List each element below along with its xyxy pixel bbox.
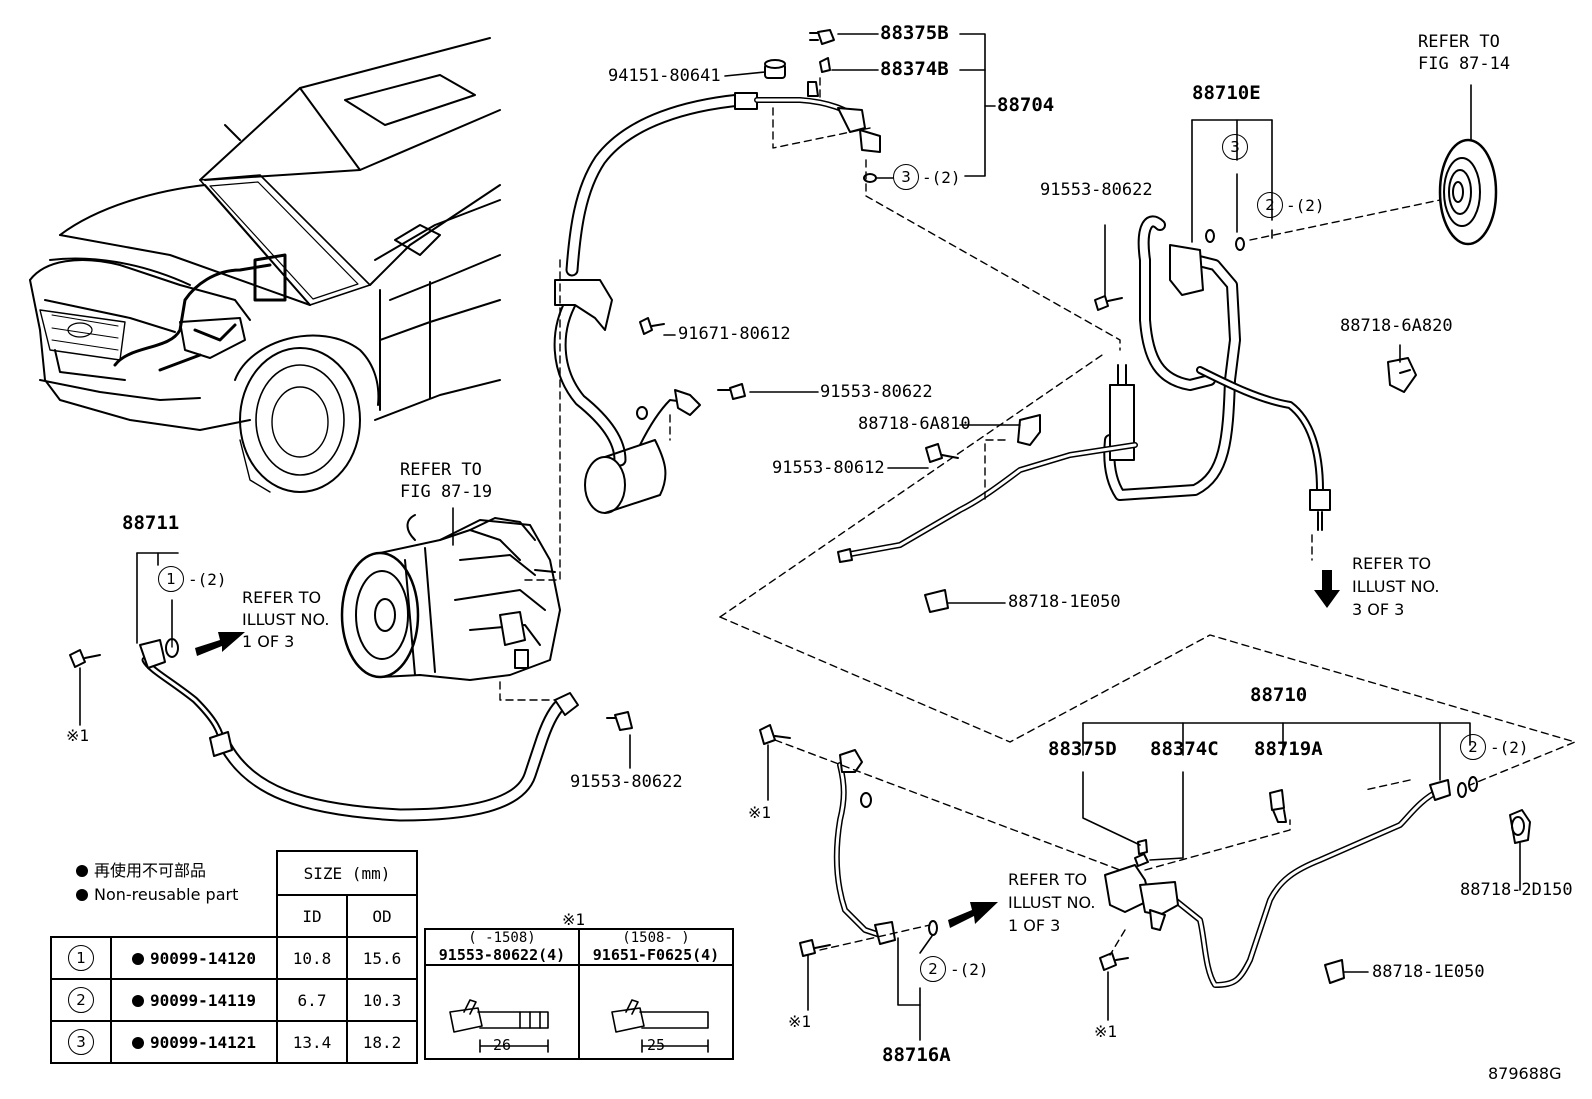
suction-hose-88704 (553, 92, 881, 514)
label-88719A: 88719A (1254, 738, 1323, 760)
bullet-icon (132, 952, 145, 965)
oring-ref-2-c: 2 (920, 956, 946, 982)
label-88718-1E050-upper: 88718-1E050 (1008, 592, 1121, 612)
label-88718-2D150: 88718-2D150 (1460, 880, 1573, 900)
bolt-col2-length: 25 (646, 1036, 666, 1054)
compressor (340, 514, 561, 681)
refer-illust-1-of-3-a-line2: ILLUST NO. (242, 610, 330, 629)
oring-qty-1: -(2) (188, 570, 227, 589)
dashed-guides (171, 77, 1576, 956)
table-row: 1 90099-14120 10.8 15.6 (50, 936, 418, 980)
oring-qty-3-top: -(2) (922, 168, 961, 187)
label-91553-80612: 91553-80612 (772, 458, 885, 478)
label-88718-6A810: 88718-6A810 (858, 414, 971, 434)
oring-qty-2-e: -(2) (1286, 196, 1325, 215)
star-note-1-b: ※1 (748, 803, 772, 822)
row-od: 15.6 (346, 936, 418, 980)
grommet-fig-87-14 (1438, 138, 1498, 246)
label-88711: 88711 (122, 512, 180, 534)
row-od: 10.3 (346, 978, 418, 1022)
discharge-hose-88711 (69, 638, 633, 822)
label-88718-6A820: 88718-6A820 (1340, 316, 1453, 336)
refer-fig-87-14-line1: REFER TO (1418, 32, 1500, 52)
refer-illust-3-of-3-line3: 3 OF 3 (1352, 600, 1405, 619)
row-id: 10.8 (276, 936, 348, 980)
oring-qty-2-b: -(2) (1490, 738, 1529, 757)
table-row: 3 90099-14121 13.4 18.2 (50, 1020, 418, 1064)
figure-number: 879688G (1488, 1064, 1562, 1083)
pipe-88716A (759, 724, 938, 957)
bolt-col2-part: 91651-F0625(4) (578, 946, 734, 966)
label-88374B: 88374B (880, 58, 949, 80)
hardware-top (639, 29, 877, 400)
row-num: 2 (68, 987, 94, 1013)
row-part: 90099-14119 (150, 990, 256, 1010)
label-88374C: 88374C (1150, 738, 1219, 760)
refer-illust-1-of-3-b-line1: REFER TO (1008, 870, 1088, 889)
label-88704: 88704 (997, 94, 1055, 116)
star-note-1-d: ※1 (1094, 1022, 1118, 1041)
refer-illust-3-of-3-line2: ILLUST NO. (1352, 577, 1440, 596)
oring-size-table: SIZE (mm) ID OD 1 90099-14120 10.8 15.6 … (50, 850, 418, 1064)
refer-arrows (195, 570, 1340, 928)
oring-ref-2-b: 2 (1460, 734, 1486, 760)
size-header: SIZE (mm) (276, 850, 418, 896)
col-id: ID (276, 894, 348, 938)
row-num: 1 (68, 945, 94, 971)
refer-fig-87-19-line1: REFER TO (400, 460, 482, 480)
bolt-col1-part: 91553-80622(4) (424, 946, 580, 966)
label-88375B: 88375B (880, 22, 949, 44)
bolt-col1-range: ( -1508) (424, 928, 580, 946)
col-od: OD (346, 894, 418, 938)
refer-fig-87-14-line2: FIG 87-14 (1418, 54, 1511, 74)
label-88718-1E050-lower: 88718-1E050 (1372, 962, 1485, 982)
label-88375D: 88375D (1048, 738, 1117, 760)
pipe-88710 (1099, 776, 1478, 988)
oring-ref-3-top: 3 (893, 164, 919, 190)
bullet-icon (76, 865, 88, 877)
label-91553-80622-top: 91553-80622 (1040, 180, 1153, 200)
bolt-table: ( -1508) (1508- ) 91553-80622(4) 91651-F… (424, 928, 734, 1060)
label-91671-80612: 91671-80612 (678, 324, 791, 344)
row-od: 18.2 (346, 1020, 418, 1064)
row-part: 90099-14120 (150, 948, 256, 968)
row-num: 3 (68, 1029, 94, 1055)
bolt-col1-length: 26 (492, 1036, 512, 1054)
pipe-88710E (837, 215, 1331, 563)
bullet-icon (132, 994, 145, 1007)
star-note-1-a: ※1 (66, 726, 90, 745)
bolt-col2-range: (1508- ) (578, 928, 734, 946)
legend-jp: 再使用不可部品 (76, 860, 206, 882)
bolt-table-title: ※1 (562, 910, 586, 929)
star-note-1-c: ※1 (788, 1012, 812, 1031)
oring-ref-2-e: 2 (1257, 192, 1283, 218)
oring-ref-3-e: 3 (1222, 134, 1248, 160)
table-row: 2 90099-14119 6.7 10.3 (50, 978, 418, 1022)
vehicle-outline (29, 37, 501, 493)
clamps (924, 357, 1531, 984)
row-part: 90099-14121 (150, 1032, 256, 1052)
label-91553-80622-mid: 91553-80622 (820, 382, 933, 402)
leader-lines (79, 33, 1521, 1041)
oring-ref-1: 1 (158, 566, 184, 592)
bullet-icon (132, 1036, 145, 1049)
row-id: 6.7 (276, 978, 348, 1022)
label-88716A: 88716A (882, 1044, 951, 1066)
row-id: 13.4 (276, 1020, 348, 1064)
refer-illust-1-of-3-a-line1: REFER TO (242, 588, 322, 607)
refer-illust-1-of-3-a-line3: 1 OF 3 (242, 632, 295, 651)
label-88710E: 88710E (1192, 82, 1261, 104)
label-88710: 88710 (1250, 684, 1308, 706)
refer-illust-3-of-3-line1: REFER TO (1352, 554, 1432, 573)
refer-illust-1-of-3-b-line2: ILLUST NO. (1008, 893, 1096, 912)
oring-qty-2-c: -(2) (950, 960, 989, 979)
refer-fig-87-19-line2: FIG 87-19 (400, 482, 493, 502)
legend-jp-text: 再使用不可部品 (94, 861, 207, 880)
label-94151-80641: 94151-80641 (608, 66, 721, 86)
label-91553-80622-lower: 91553-80622 (570, 772, 683, 792)
refer-illust-1-of-3-b-line3: 1 OF 3 (1008, 916, 1061, 935)
